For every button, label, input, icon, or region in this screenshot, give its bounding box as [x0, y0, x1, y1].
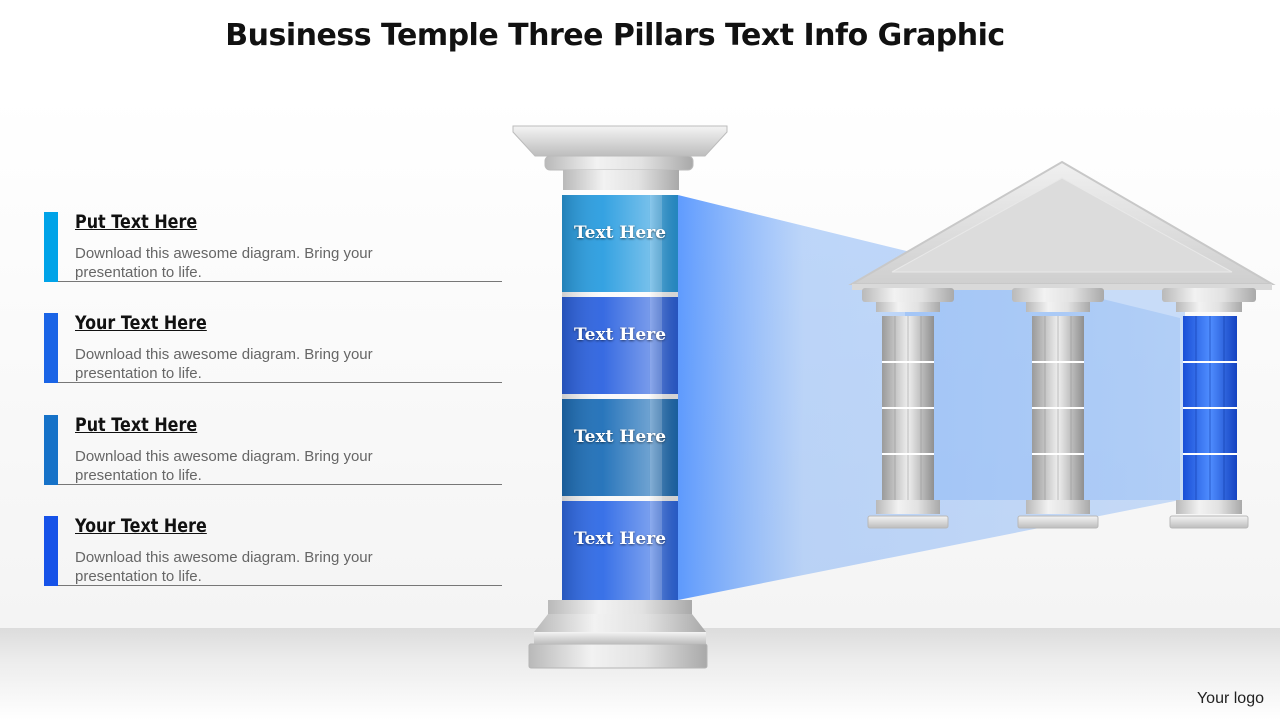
pillar-shading	[562, 195, 678, 600]
item-divider	[58, 484, 502, 485]
item-color-bar	[44, 516, 58, 586]
item-heading: Your Text Here	[75, 515, 207, 537]
pillar-segment-label: Text Here	[573, 223, 667, 243]
pillar-segment-label: Text Here	[573, 325, 667, 345]
item-divider	[58, 585, 502, 586]
temple-column-highlighted	[1162, 288, 1256, 529]
item-divider	[58, 281, 502, 282]
list-item: Put Text Here Download this awesome diag…	[44, 211, 502, 282]
item-divider	[58, 382, 502, 383]
item-color-bar	[44, 212, 58, 282]
list-item: Your Text Here Download this awesome dia…	[44, 515, 502, 586]
temple-entablature	[852, 284, 1272, 290]
temple-column	[862, 288, 954, 529]
item-description: Download this awesome diagram. Bring you…	[75, 448, 373, 484]
pillar-base-neck	[548, 600, 692, 614]
list-item: Your Text Here Download this awesome dia…	[44, 312, 502, 383]
item-description: Download this awesome diagram. Bring you…	[75, 245, 373, 281]
pillar-highlight	[650, 195, 662, 600]
pillar-capital-top	[512, 125, 728, 157]
temple	[848, 160, 1276, 529]
pillar-capital-neck	[563, 170, 679, 190]
item-heading: Put Text Here	[75, 211, 198, 233]
pillar-plinth	[528, 643, 708, 669]
pillar-capital-ring	[544, 155, 694, 171]
item-color-bar	[44, 313, 58, 383]
temple-pediment-inner	[891, 177, 1233, 273]
temple-column	[1012, 288, 1104, 529]
main-pillar	[512, 125, 728, 669]
pillar-base-flare	[534, 614, 706, 632]
item-color-bar	[44, 415, 58, 485]
list-item: Put Text Here Download this awesome diag…	[44, 414, 502, 485]
pillar-segment-label: Text Here	[573, 529, 667, 549]
pillar-base-ring	[534, 632, 706, 644]
item-heading: Your Text Here	[75, 312, 207, 334]
item-description: Download this awesome diagram. Bring you…	[75, 549, 373, 585]
pillar-segment-label: Text Here	[573, 427, 667, 447]
item-description: Download this awesome diagram. Bring you…	[75, 346, 373, 382]
logo-placeholder: Your logo	[1196, 690, 1264, 707]
item-heading: Put Text Here	[75, 414, 198, 436]
page-title: Business Temple Three Pillars Text Info …	[225, 18, 1005, 53]
